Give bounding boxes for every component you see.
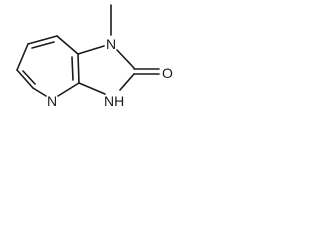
pyridine-ring: [16, 35, 80, 97]
bond-c6-c5: [16, 43, 29, 71]
imidazolone-ring: [77, 45, 135, 95]
bond-c7a-c7: [56, 35, 79, 55]
bond-n-ring-c3a: [57, 82, 80, 97]
bond-c4-n-ring: [32, 87, 47, 97]
bond-c7a-n-methyl: [77, 45, 105, 55]
atom-label-nh: NH: [104, 93, 124, 109]
atom-label-oxygen: O: [162, 65, 173, 81]
bond-c7-c6: [27, 35, 58, 45]
atom-label-n-ring: N: [47, 93, 57, 109]
bond-c5-c4: [16, 69, 34, 89]
bond-c2-nh: [119, 73, 135, 91]
atom-label-n-methyl: N: [106, 36, 116, 52]
bond-n-methyl-c2: [116, 49, 135, 69]
bond-c6-c6-double: [31, 41, 55, 49]
bond-c3a-c7a-double: [71, 56, 74, 81]
chemical-structure-diagram: N N NH O: [16, 4, 173, 109]
bond-nh-c3a: [78, 82, 106, 95]
bond-c3a-c7a: [77, 53, 80, 84]
bond-c5-c4-double: [22, 70, 36, 85]
